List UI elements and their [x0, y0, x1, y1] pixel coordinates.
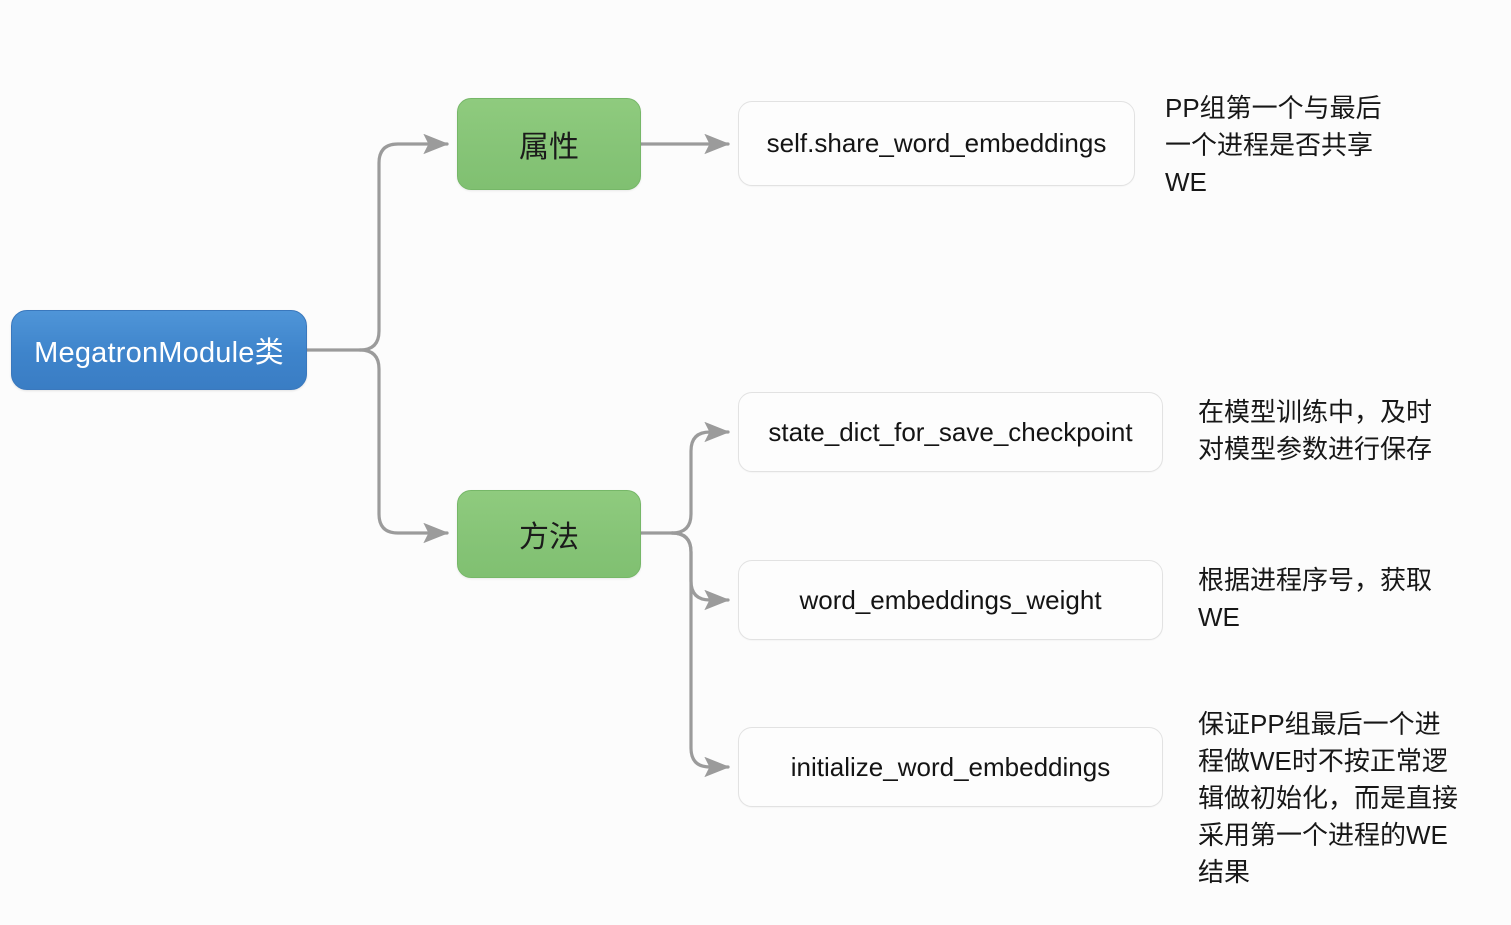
- annotation-initialize-word-embeddings: 保证PP组最后一个进 程做WE时不按正常逻 辑做初始化，而是直接 采用第一个进程…: [1198, 709, 1459, 887]
- edge-root-to-attributes: [358, 133, 449, 352]
- annotation-state-dict-for-save-checkpoint: 在模型训练中，及时 对模型参数进行保存: [1198, 397, 1433, 464]
- node-leaf-word-embeddings-weight[interactable]: word_embeddings_weight: [738, 560, 1163, 640]
- node-leaf-initialize-word-embeddings[interactable]: initialize_word_embeddings: [738, 727, 1163, 807]
- node-branch-methods[interactable]: 方法: [457, 490, 641, 578]
- node-leaf-state-dict-for-save-checkpoint[interactable]: state_dict_for_save_checkpoint: [738, 392, 1163, 472]
- edge-methods-to-initialize-word-embeddings: [670, 531, 730, 778]
- node-root-megatronmodule[interactable]: MegatronModule类: [11, 310, 307, 390]
- node-branch-attributes[interactable]: 属性: [457, 98, 641, 190]
- edge-methods-to-word-embeddings-weight: [670, 531, 730, 611]
- node-leaf-share-word-embeddings[interactable]: self.share_word_embeddings: [738, 101, 1135, 186]
- edge-root-to-methods: [358, 348, 449, 544]
- annotation-share-word-embeddings: PP组第一个与最后 一个进程是否共享 WE: [1165, 93, 1382, 197]
- edge-methods-to-state-dict: [670, 421, 730, 535]
- annotation-word-embeddings-weight: 根据进程序号，获取 WE: [1198, 565, 1433, 632]
